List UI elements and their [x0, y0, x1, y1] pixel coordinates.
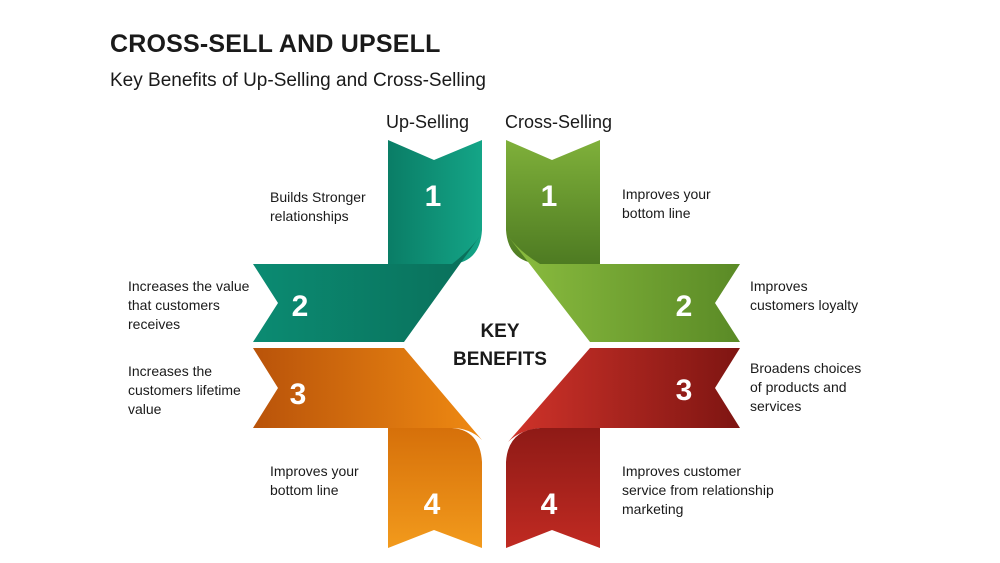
crossselling-ribbon-4 — [506, 428, 600, 548]
crossselling-ribbon-1 — [506, 140, 600, 264]
crossselling-column-header: Cross-Selling — [505, 112, 613, 132]
key-benefits-line2: BENEFITS — [453, 349, 547, 370]
crossselling-benefit-4: Improves customer service from relations… — [622, 463, 774, 517]
key-benefits-label: KEY BENEFITS — [430, 318, 570, 374]
page-title: CROSS-SELL AND UPSELL — [110, 30, 441, 58]
upselling-ribbon-3 — [253, 348, 482, 440]
upselling-number-4: 4 — [424, 488, 441, 521]
crossselling-benefit-1: Improves your bottom line — [622, 186, 711, 221]
upselling-ribbon-2 — [253, 236, 480, 342]
crossselling-benefit-2: Improves customers loyalty — [750, 278, 859, 313]
upselling-number-3: 3 — [290, 378, 307, 411]
crossselling-number-1: 1 — [541, 180, 558, 213]
crossselling-number-4: 4 — [541, 488, 558, 521]
page-subtitle: Key Benefits of Up-Selling and Cross-Sel… — [110, 70, 486, 91]
key-benefits-line1: KEY — [480, 321, 520, 342]
upselling-column-header: Up-Selling — [386, 112, 470, 132]
upselling-benefit-3: Increases the customers lifetime value — [128, 363, 241, 417]
crossselling-number-3: 3 — [676, 374, 693, 407]
upselling-benefit-1: Builds Stronger relationships — [270, 189, 366, 224]
crossselling-ribbon-2 — [508, 236, 740, 342]
upselling-ribbon-4 — [388, 428, 482, 548]
crossselling-benefit-3: Broadens choices of products and service… — [750, 360, 862, 414]
crossselling-number-2: 2 — [676, 290, 693, 323]
upselling-benefit-4: Improves your bottom line — [270, 463, 359, 498]
upselling-number-1: 1 — [425, 180, 442, 213]
upselling-ribbon-1 — [388, 140, 482, 264]
crossselling-ribbon-3 — [508, 348, 740, 442]
upselling-number-2: 2 — [292, 290, 309, 323]
upselling-benefit-2: Increases the value that customers recei… — [128, 278, 250, 332]
